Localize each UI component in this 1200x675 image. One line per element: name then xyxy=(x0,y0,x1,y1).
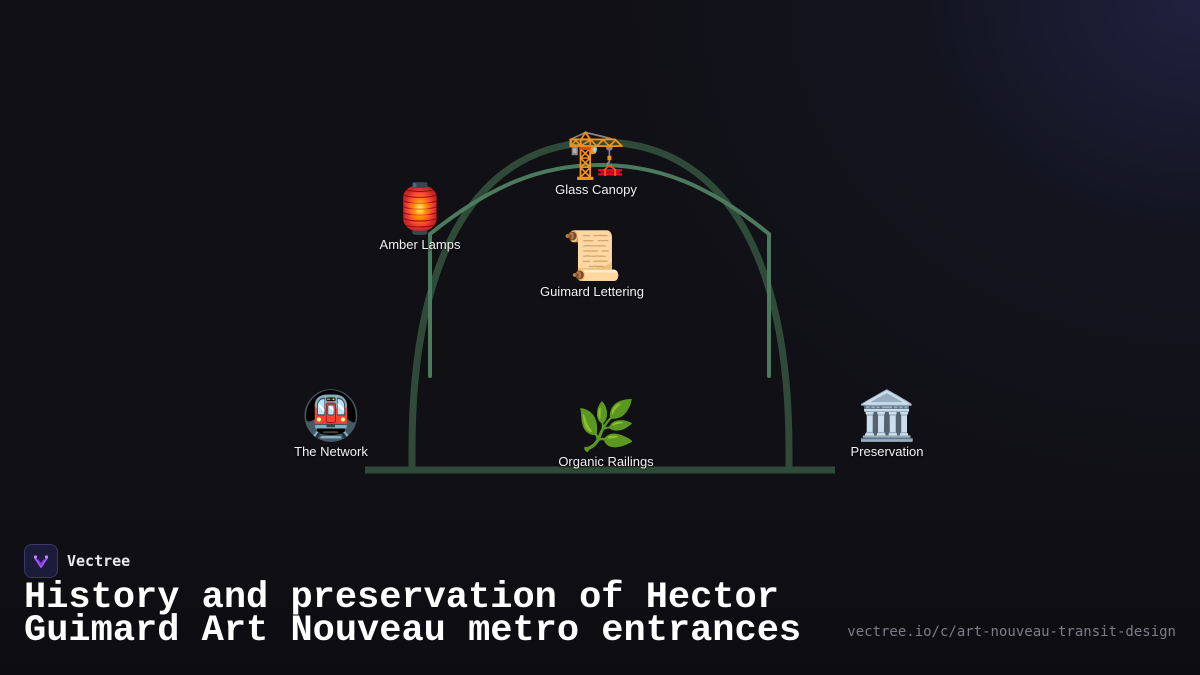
construction-crane-icon: 🏗️ xyxy=(566,128,626,181)
brand: Vectree xyxy=(24,544,130,578)
node-label: Preservation xyxy=(850,444,924,459)
node-label: Guimard Lettering xyxy=(539,284,645,299)
metro-train-icon: 🚇 xyxy=(301,390,361,443)
brand-name: Vectree xyxy=(67,552,131,570)
node-amber-lamps: 🏮 Amber Lamps xyxy=(340,183,500,253)
source-url: vectree.io/c/art-nouveau-transit-design xyxy=(847,624,1176,640)
red-lantern-icon: 🏮 xyxy=(390,183,450,236)
page-title: History and preservation of Hector Guima… xyxy=(24,577,802,652)
node-label: The Network xyxy=(294,444,368,459)
node-preservation: 🏛️ Preservation xyxy=(807,390,967,460)
herb-icon: 🌿 xyxy=(576,400,636,453)
background-fade xyxy=(0,500,1200,675)
node-label: Amber Lamps xyxy=(379,237,461,252)
classical-building-icon: 🏛️ xyxy=(857,390,917,443)
scroll-icon: 📜 xyxy=(562,230,622,283)
arch-inner-canopy xyxy=(428,162,771,378)
vectree-logo-icon xyxy=(24,544,58,578)
node-the-network: 🚇 The Network xyxy=(251,390,411,460)
node-label: Organic Railings xyxy=(558,454,654,469)
node-guimard-lettering: 📜 Guimard Lettering xyxy=(512,230,672,300)
node-label: Glass Canopy xyxy=(555,182,637,197)
node-glass-canopy: 🏗️ Glass Canopy xyxy=(516,128,676,198)
node-organic-railings: 🌿 Organic Railings xyxy=(526,400,686,470)
